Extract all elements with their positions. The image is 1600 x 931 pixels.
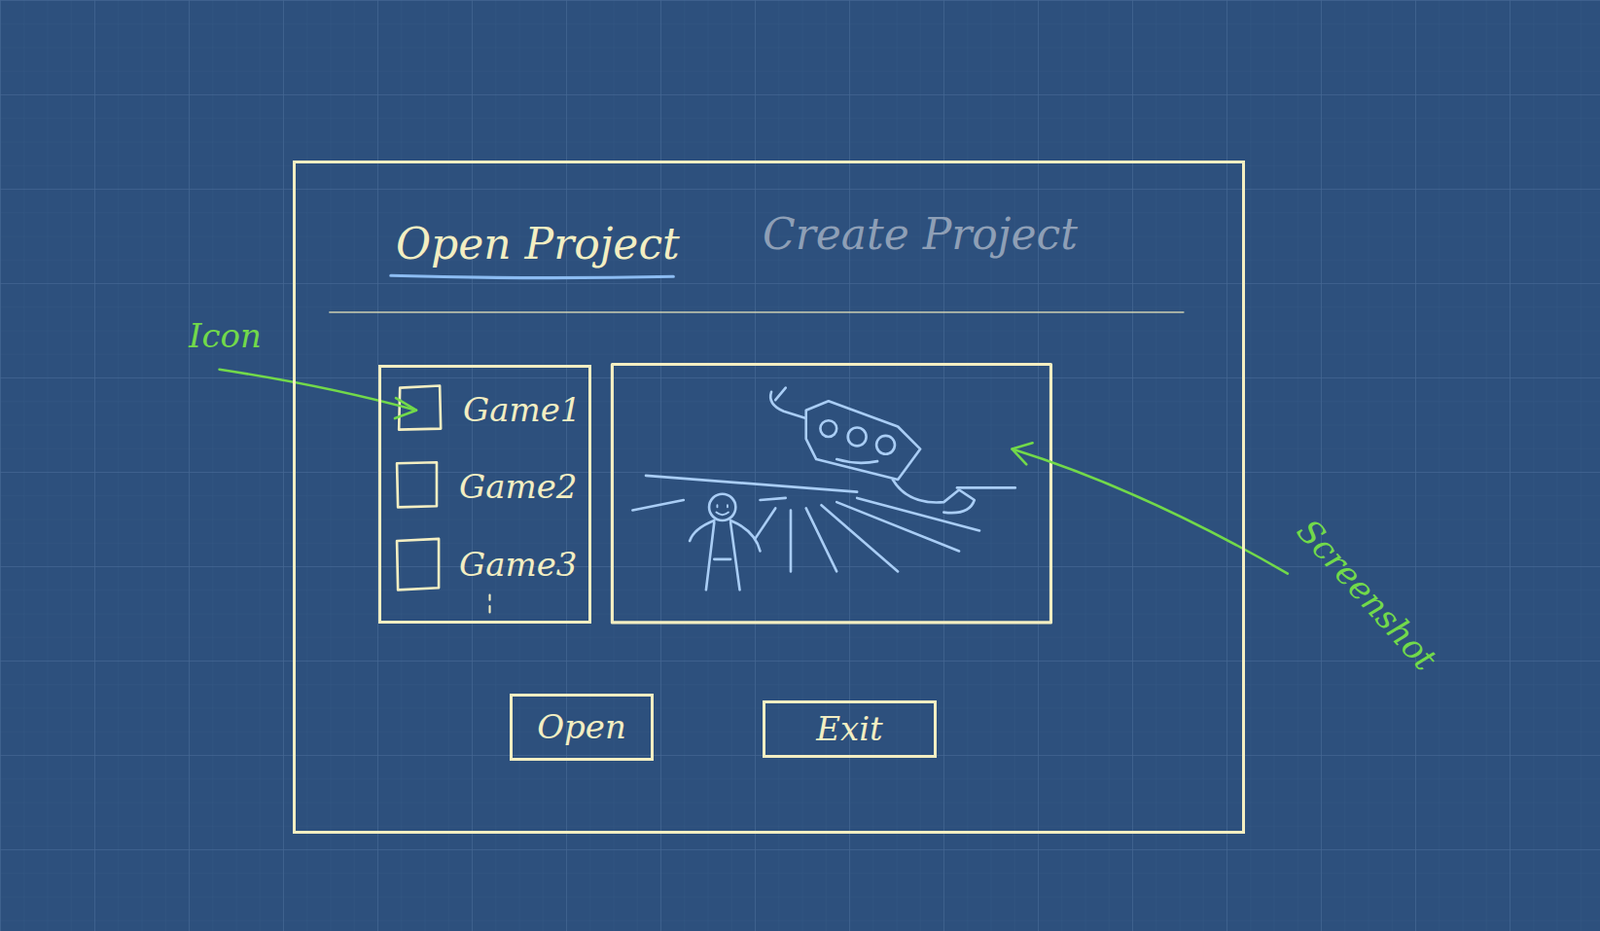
tab-inactive: Create Project (762, 210, 1078, 260)
screenshot-leader (1012, 442, 1288, 573)
tab-divider (329, 311, 1184, 314)
exit-button: Exit (762, 700, 937, 758)
screenshot-panel (611, 363, 1051, 622)
project-dialog: Game1Game2Game3Open Exit Open Project Creat… (292, 160, 1245, 834)
open-button: Open (509, 693, 654, 761)
list-item: Game3 (459, 545, 577, 584)
list-item: Game2 (459, 467, 577, 506)
button-label: Open (536, 708, 627, 747)
list-item: Game1 (462, 391, 581, 429)
icon-leader (219, 369, 417, 419)
callout-label: Screenshot (1288, 512, 1444, 678)
callout-label: Icon (188, 317, 262, 356)
game-list: Game1Game2Game3 (378, 364, 592, 624)
screenshot-sketch (632, 388, 1015, 591)
button-label: Exit (816, 710, 884, 748)
tab-underline (391, 275, 675, 278)
tab-active: Open Project (395, 219, 680, 270)
